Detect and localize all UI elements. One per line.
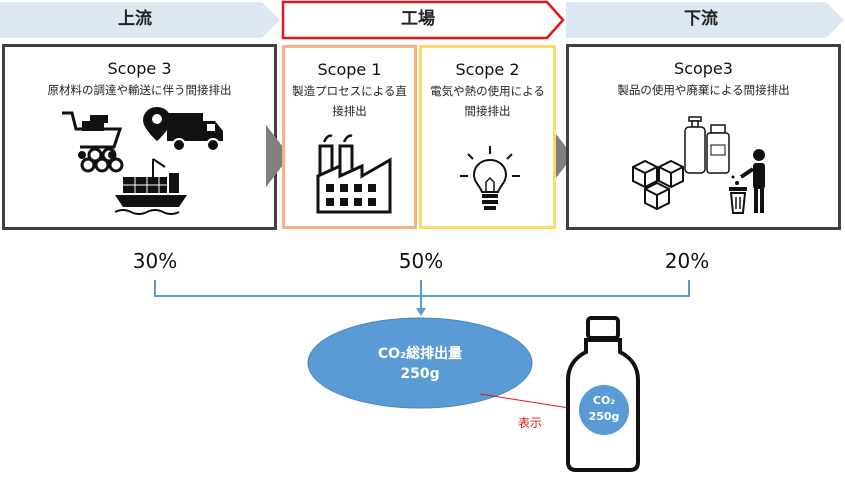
product-bottles-icon — [684, 116, 730, 174]
factory-percentage: 50% — [398, 249, 444, 273]
scope-title: Scope 3 — [107, 59, 172, 78]
scope-desc: 原材料の調達や輸送に伴う間接排出 — [47, 83, 232, 97]
boxes-icon — [632, 159, 684, 211]
product-bottle-icon — [566, 316, 640, 472]
scope3-upstream-box: Scope 3 原材料の調達や輸送に伴う間接排出 — [2, 44, 277, 230]
downstream-arrow — [566, 2, 844, 38]
scope3-downstream-box: Scope3 製品の使用や廃棄による間接排出 — [566, 44, 841, 230]
total-emissions-label: CO₂総排出量 — [377, 346, 463, 362]
upstream-percentage: 30% — [132, 249, 178, 273]
bottle-co2-label: CO₂ — [592, 394, 616, 407]
light-bulb-icon — [460, 146, 520, 210]
factory-icon — [316, 134, 392, 214]
bottle-co2-value: 250g — [588, 410, 620, 423]
scope1-box: Scope 1 製造プロセスによる直接排出 — [282, 45, 417, 229]
trash-disposal-icon — [729, 149, 765, 214]
total-emissions-value: 250g — [400, 366, 440, 382]
shopping-cart-icon — [62, 111, 124, 173]
scope-title: Scope 2 — [455, 60, 520, 79]
stage-upstream-label: 上流 — [118, 9, 152, 29]
scope2-box: Scope 2 電気や熱の使用による間接排出 — [419, 45, 556, 229]
delivery-truck-icon — [143, 107, 223, 152]
scope-title: Scope 1 — [317, 60, 382, 79]
scope-desc: 電気や熱の使用による間接排出 — [430, 84, 545, 118]
downstream-percentage: 20% — [664, 249, 710, 273]
display-label: 表示 — [518, 416, 543, 430]
scope-desc: 製品の使用や廃棄による間接排出 — [617, 83, 790, 97]
total-emissions-ellipse — [307, 317, 533, 409]
upstream-arrow — [0, 2, 280, 38]
stage-banner — [0, 0, 844, 40]
cargo-ship-icon — [114, 158, 187, 215]
factory-arrow — [281, 0, 565, 40]
scope-desc: 製造プロセスによる直接排出 — [292, 84, 407, 118]
scope-title: Scope3 — [674, 59, 733, 78]
chevron-right-icon — [266, 125, 290, 187]
stage-downstream-label: 下流 — [684, 9, 718, 29]
stage-factory-label: 工場 — [401, 9, 435, 29]
